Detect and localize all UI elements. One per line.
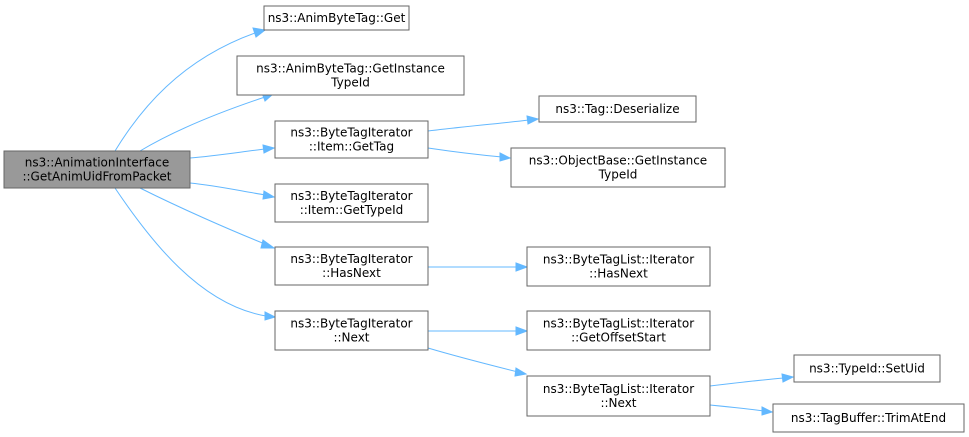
edge-line bbox=[139, 187, 266, 245]
edge-line bbox=[427, 347, 519, 373]
node-box bbox=[526, 375, 711, 417]
edge-arrowhead bbox=[262, 144, 276, 154]
edge-line bbox=[189, 182, 267, 196]
node-label-line: ::GetAnimUidFromPacket bbox=[22, 170, 171, 184]
node-box bbox=[526, 310, 711, 351]
node-label-line: ::HasNext bbox=[589, 267, 648, 281]
function-node-bti_next[interactable]: ns3::ByteTagIterator::Next bbox=[274, 310, 429, 351]
call-graph-nodes: ns3::AnimationInterface::GetAnimUidFromP… bbox=[3, 5, 965, 433]
edge-bti_item_gettag-to-objectbase_getinst bbox=[427, 147, 512, 162]
edge-arrowhead bbox=[515, 262, 529, 272]
node-label-line: ns3::ByteTagIterator bbox=[290, 126, 412, 140]
node-box bbox=[274, 246, 429, 286]
edge-root-to-bti_item_gettypeid bbox=[189, 182, 276, 200]
node-label-line: ::Item::GetTag bbox=[309, 140, 394, 154]
edge-btl_it_next-to-tagbuffer_trimatend bbox=[709, 404, 774, 416]
edge-arrowhead bbox=[260, 239, 276, 249]
edge-line bbox=[139, 96, 266, 152]
edge-arrowhead bbox=[781, 373, 795, 383]
node-label-line: ns3::Tag::Deserialize bbox=[555, 102, 679, 116]
node-box bbox=[263, 5, 410, 31]
node-label-line: ::GetOffsetStart bbox=[571, 331, 666, 345]
edge-btl_it_next-to-typeid_setuid bbox=[709, 373, 795, 387]
node-box bbox=[772, 403, 965, 433]
edge-arrowhead bbox=[514, 367, 528, 377]
edge-arrowhead bbox=[252, 27, 267, 38]
node-label-line: ::HasNext bbox=[322, 266, 381, 280]
node-label-line: ::Next bbox=[600, 396, 636, 410]
node-label-line: ns3::ObjectBase::GetInstance bbox=[529, 154, 707, 168]
node-box bbox=[236, 55, 465, 96]
edge-line bbox=[189, 148, 266, 159]
edge-arrowhead bbox=[515, 326, 529, 336]
node-label-line: ::Next bbox=[333, 331, 369, 345]
node-label-line: ns3::TagBuffer::TrimAtEnd bbox=[791, 411, 946, 425]
node-box bbox=[274, 310, 429, 351]
edge-root-to-animbyte_getinst bbox=[139, 92, 275, 152]
node-box bbox=[274, 120, 429, 159]
edge-line bbox=[114, 32, 256, 152]
node-label-line: ns3::AnimationInterface bbox=[25, 156, 169, 170]
edge-root-to-bti_next bbox=[114, 187, 277, 321]
node-box bbox=[538, 95, 697, 123]
function-node-bti_item_gettypeid[interactable]: ns3::ByteTagIterator::Item::GetTypeId bbox=[274, 183, 429, 223]
node-label-line: ::Item::GetTypeId bbox=[300, 203, 404, 217]
edge-line bbox=[709, 404, 765, 412]
root-function-node[interactable]: ns3::AnimationInterface::GetAnimUidFromP… bbox=[3, 150, 191, 189]
edge-line bbox=[427, 147, 503, 158]
edge-root-to-animbyte_get bbox=[114, 27, 267, 152]
edge-arrowhead bbox=[761, 406, 774, 416]
edge-line bbox=[709, 377, 785, 387]
edge-line bbox=[427, 119, 530, 132]
node-label-line: ns3::ByteTagList::Iterator bbox=[543, 317, 694, 331]
function-node-typeid_setuid[interactable]: ns3::TypeId::SetUid bbox=[793, 354, 941, 383]
edge-arrowhead bbox=[526, 115, 540, 125]
node-label-line: ns3::AnimByteTag::GetInstance bbox=[256, 62, 445, 76]
edge-bti_next-to-btl_it_getoffsetstart bbox=[428, 326, 529, 336]
node-box bbox=[793, 354, 941, 383]
node-box bbox=[526, 246, 711, 287]
function-node-btl_it_hasnext[interactable]: ns3::ByteTagList::Iterator::HasNext bbox=[526, 246, 711, 287]
function-node-tagbuffer_trimatend[interactable]: ns3::TagBuffer::TrimAtEnd bbox=[772, 403, 965, 433]
edge-line bbox=[114, 187, 267, 317]
node-label-line: ns3::ByteTagIterator bbox=[290, 189, 412, 203]
node-label-line: ns3::ByteTagIterator bbox=[290, 317, 412, 331]
node-label-line: ns3::ByteTagList::Iterator bbox=[543, 253, 694, 267]
node-box bbox=[3, 150, 191, 189]
node-label-line: ns3::ByteTagIterator bbox=[290, 252, 412, 266]
function-node-tag_deserialize[interactable]: ns3::Tag::Deserialize bbox=[538, 95, 697, 123]
edge-bti_hasnext-to-btl_it_hasnext bbox=[428, 262, 529, 272]
node-label-line: ns3::TypeId::SetUid bbox=[809, 362, 925, 376]
function-node-btl_it_getoffsetstart[interactable]: ns3::ByteTagList::Iterator::GetOffsetSta… bbox=[526, 310, 711, 351]
node-label-line: ns3::AnimByteTag::Get bbox=[268, 11, 406, 25]
function-node-bti_hasnext[interactable]: ns3::ByteTagIterator::HasNext bbox=[274, 246, 429, 286]
function-node-bti_item_gettag[interactable]: ns3::ByteTagIterator::Item::GetTag bbox=[274, 120, 429, 159]
edge-bti_next-to-btl_it_next bbox=[427, 347, 528, 377]
node-label-line: ns3::ByteTagList::Iterator bbox=[543, 382, 694, 396]
node-box bbox=[274, 183, 429, 223]
node-box bbox=[510, 147, 726, 188]
node-label-line: TypeId bbox=[330, 76, 370, 90]
edge-root-to-bti_hasnext bbox=[139, 187, 276, 249]
edge-root-to-bti_item_gettag bbox=[189, 144, 276, 159]
edge-arrowhead bbox=[262, 190, 276, 200]
edge-bti_item_gettag-to-tag_deserialize bbox=[427, 115, 540, 132]
function-node-animbyte_get[interactable]: ns3::AnimByteTag::Get bbox=[263, 5, 410, 31]
function-node-btl_it_next[interactable]: ns3::ByteTagList::Iterator::Next bbox=[526, 375, 711, 417]
node-label-line: TypeId bbox=[598, 168, 638, 182]
edge-arrowhead bbox=[499, 152, 512, 162]
edge-arrowhead bbox=[264, 311, 277, 321]
